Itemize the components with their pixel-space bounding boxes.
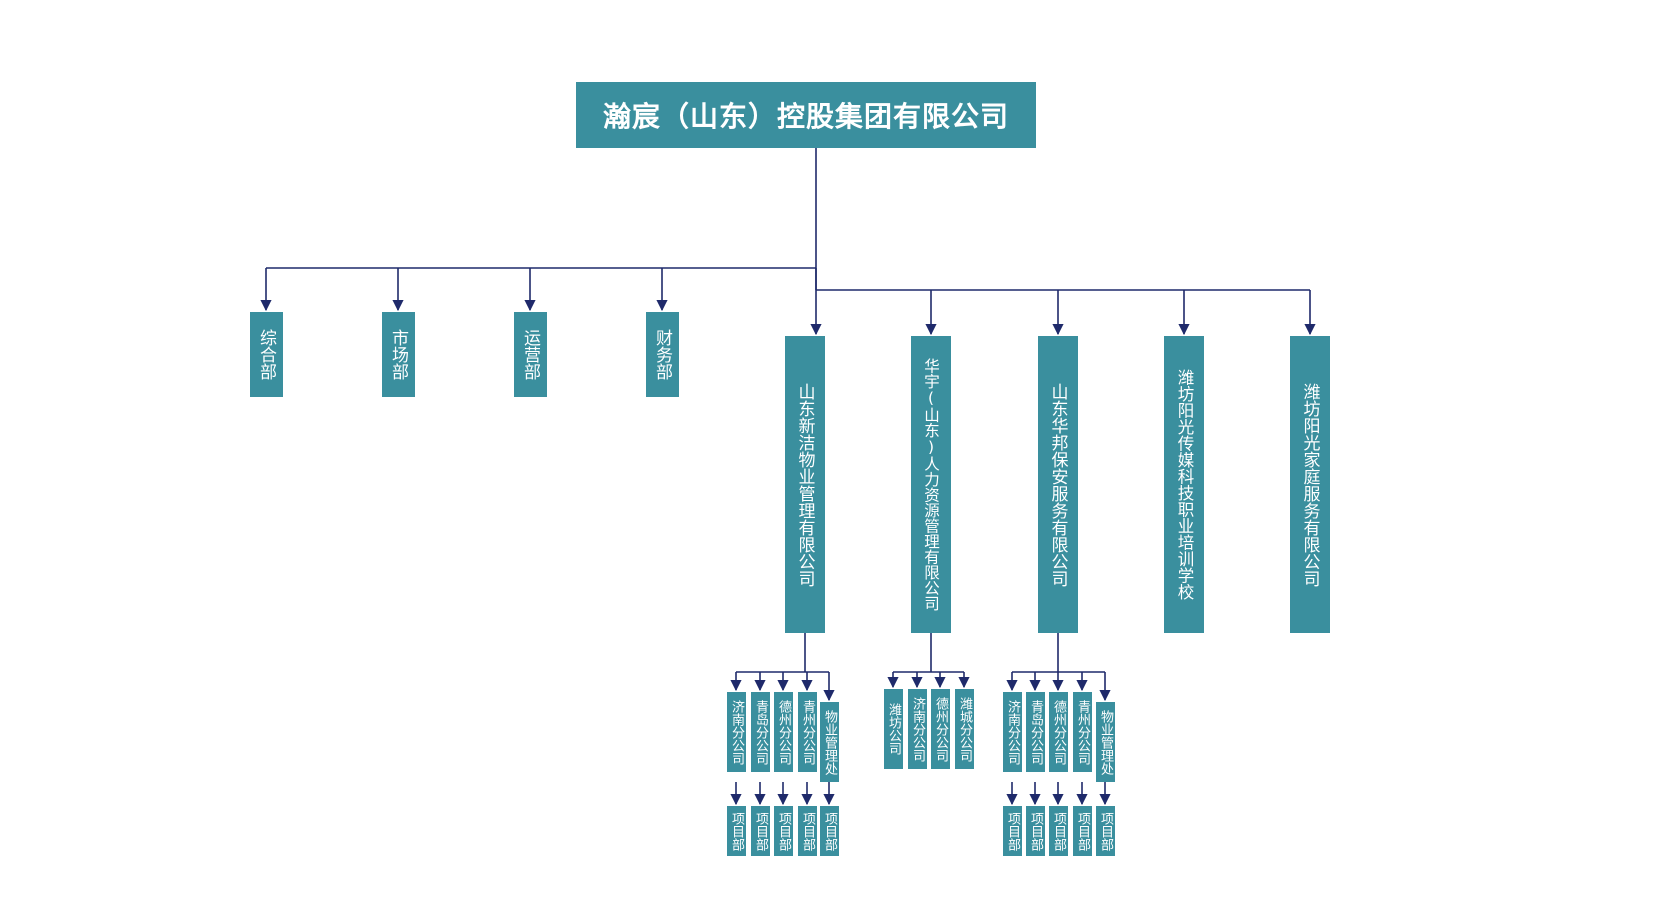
branch-label: 青岛分公司 xyxy=(753,699,768,765)
subsidiary-company-label: 潍坊阳光传媒科技职业培训学校 xyxy=(1175,369,1194,600)
branch-label: 济南分公司 xyxy=(910,696,925,762)
subsidiary-company-label: 华宇(山东)人力资源管理有限公司 xyxy=(922,358,940,611)
project-dept-box: 项目部 xyxy=(751,806,770,856)
subsidiary-company-label: 山东华邦保安服务有限公司 xyxy=(1047,382,1068,587)
department-label: 综合部 xyxy=(256,329,276,380)
project-dept-box: 项目部 xyxy=(727,806,746,856)
project-dept-box: 项目部 xyxy=(1003,806,1022,856)
subsidiary-company-box: 山东新洁物业管理有限公司 xyxy=(785,336,825,633)
branch-box: 青岛分公司 xyxy=(1026,692,1045,772)
branch-box: 德州分公司 xyxy=(1049,692,1068,772)
subsidiary-company-box: 潍坊阳光传媒科技职业培训学校 xyxy=(1164,336,1204,633)
project-dept-label: 项目部 xyxy=(729,811,744,851)
branch-box: 青州分公司 xyxy=(798,692,817,772)
subsidiary-company-label: 山东新洁物业管理有限公司 xyxy=(794,382,815,587)
branch-box: 济南分公司 xyxy=(1003,692,1022,772)
root-company-box: 瀚宸（山东）控股集团有限公司 xyxy=(576,82,1036,148)
branch-label: 德州分公司 xyxy=(776,699,791,765)
project-dept-box: 项目部 xyxy=(774,806,793,856)
branch-label: 青岛分公司 xyxy=(1028,699,1043,765)
project-dept-label: 项目部 xyxy=(1005,811,1020,851)
project-dept-box: 项目部 xyxy=(798,806,817,856)
branch-box: 德州分公司 xyxy=(774,692,793,772)
department-label: 市场部 xyxy=(388,329,408,380)
subsidiary-company-box: 潍坊阳光家庭服务有限公司 xyxy=(1290,336,1330,633)
branch-label: 物业管理处 xyxy=(822,709,837,775)
branch-label: 德州分公司 xyxy=(933,696,948,762)
project-dept-box: 项目部 xyxy=(1049,806,1068,856)
project-dept-label: 项目部 xyxy=(753,811,768,851)
subsidiary-company-box: 山东华邦保安服务有限公司 xyxy=(1038,336,1078,633)
branch-label: 德州分公司 xyxy=(1051,699,1066,765)
project-dept-label: 项目部 xyxy=(800,811,815,851)
branch-box: 德州分公司 xyxy=(931,689,950,769)
department-label: 运营部 xyxy=(520,329,540,380)
department-box: 综合部 xyxy=(250,312,283,397)
department-box: 市场部 xyxy=(382,312,415,397)
department-box: 运营部 xyxy=(514,312,547,397)
project-dept-label: 项目部 xyxy=(1075,811,1090,851)
project-dept-box: 项目部 xyxy=(1096,806,1115,856)
project-dept-label: 项目部 xyxy=(822,811,837,851)
branch-box: 物业管理处 xyxy=(820,702,839,782)
branch-label: 青州分公司 xyxy=(800,699,815,765)
root-company-label: 瀚宸（山东）控股集团有限公司 xyxy=(602,100,1009,133)
branch-box: 潍坊公司 xyxy=(884,689,903,769)
project-dept-box: 项目部 xyxy=(1073,806,1092,856)
project-dept-box: 项目部 xyxy=(1026,806,1045,856)
branch-label: 青州分公司 xyxy=(1075,699,1090,765)
subsidiary-company-box: 华宇(山东)人力资源管理有限公司 xyxy=(911,336,951,633)
branch-box: 济南分公司 xyxy=(727,692,746,772)
project-dept-box: 项目部 xyxy=(820,806,839,856)
branch-label: 潍城分公司 xyxy=(957,696,972,762)
branch-label: 济南分公司 xyxy=(729,699,744,765)
branch-label: 潍坊公司 xyxy=(886,703,901,755)
branch-label: 济南分公司 xyxy=(1005,699,1020,765)
branch-box: 物业管理处 xyxy=(1096,702,1115,782)
branch-box: 济南分公司 xyxy=(908,689,927,769)
branch-box: 青岛分公司 xyxy=(751,692,770,772)
project-dept-label: 项目部 xyxy=(1098,811,1113,851)
project-dept-label: 项目部 xyxy=(1028,811,1043,851)
department-box: 财务部 xyxy=(646,312,679,397)
subsidiary-company-label: 潍坊阳光家庭服务有限公司 xyxy=(1299,382,1320,587)
branch-label: 物业管理处 xyxy=(1098,709,1113,775)
branch-box: 潍城分公司 xyxy=(955,689,974,769)
project-dept-label: 项目部 xyxy=(776,811,791,851)
project-dept-label: 项目部 xyxy=(1051,811,1066,851)
branch-box: 青州分公司 xyxy=(1073,692,1092,772)
department-label: 财务部 xyxy=(652,329,672,380)
